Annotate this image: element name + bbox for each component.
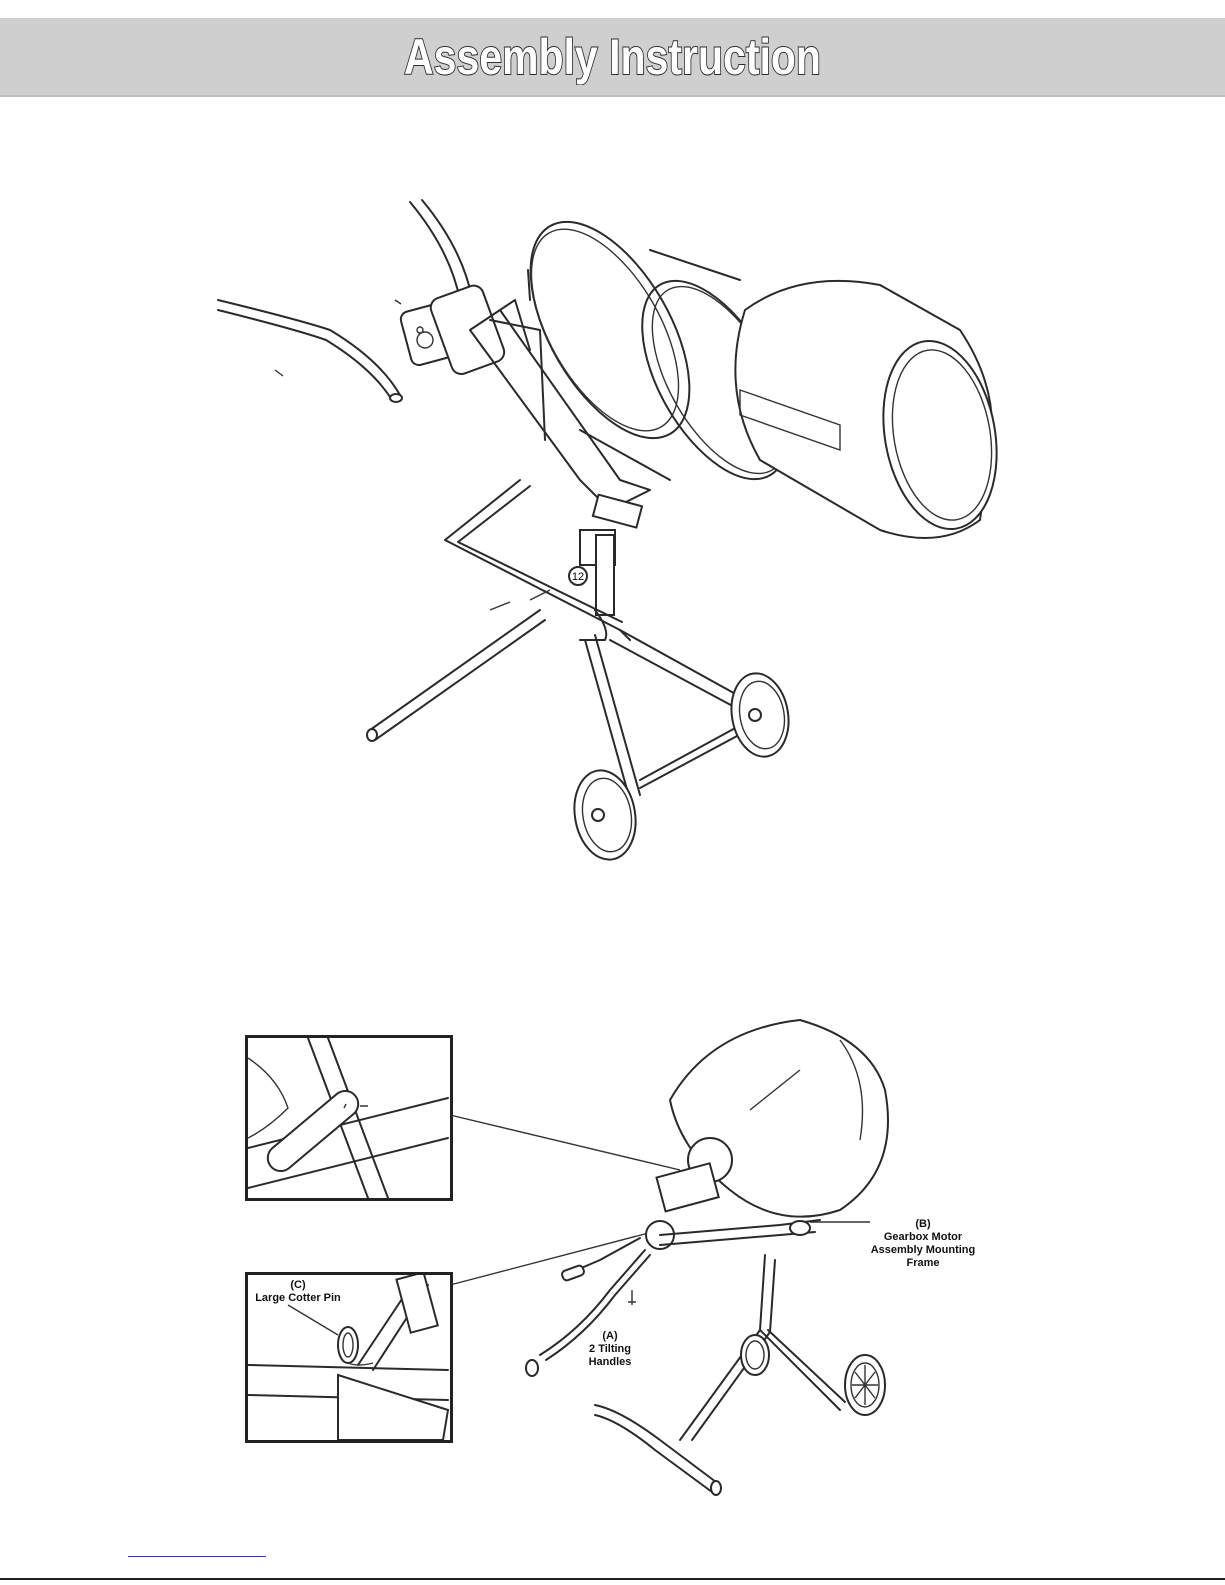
wheel-right-icon [725,669,795,761]
label-c-letter: (C) [248,1279,348,1292]
stand-leg-long [370,610,540,730]
wheel-front-icon [845,1355,885,1415]
mixing-drum [735,281,1010,538]
label-b-text-1: Gearbox Motor [858,1231,988,1244]
footer-rule [0,1578,1225,1580]
left-handle [218,300,400,395]
detail-inset-pin-hole [245,1035,453,1201]
label-b: (B) Gearbox Motor Assembly Mounting Fram… [858,1218,988,1270]
label-b-text-2: Assembly Mounting [858,1244,988,1257]
footer-link-underline[interactable] [128,1556,266,1557]
stand-base-handle [595,1405,720,1485]
label-c-text: Large Cotter Pin [248,1292,348,1305]
page-title: Assembly Instruction [110,18,1115,95]
label-a-text-1: 2 Tilting [570,1343,650,1356]
exploded-assembly-diagram: 12 [200,190,1030,880]
wheel-back-icon [741,1335,769,1375]
label-b-letter: (B) [858,1218,988,1231]
label-a: (A) 2 Tilting Handles [570,1330,650,1369]
part-number-12: 12 [572,571,584,583]
label-b-text-3: Frame [858,1257,988,1270]
motor-icon [399,283,507,377]
wheel-left-icon [568,765,643,864]
label-a-letter: (A) [570,1330,650,1343]
detail-inset-cotter-pin: (C) Large Cotter Pin [245,1272,453,1443]
label-a-text-2: Handles [570,1356,650,1369]
label-c: (C) Large Cotter Pin [248,1279,348,1305]
